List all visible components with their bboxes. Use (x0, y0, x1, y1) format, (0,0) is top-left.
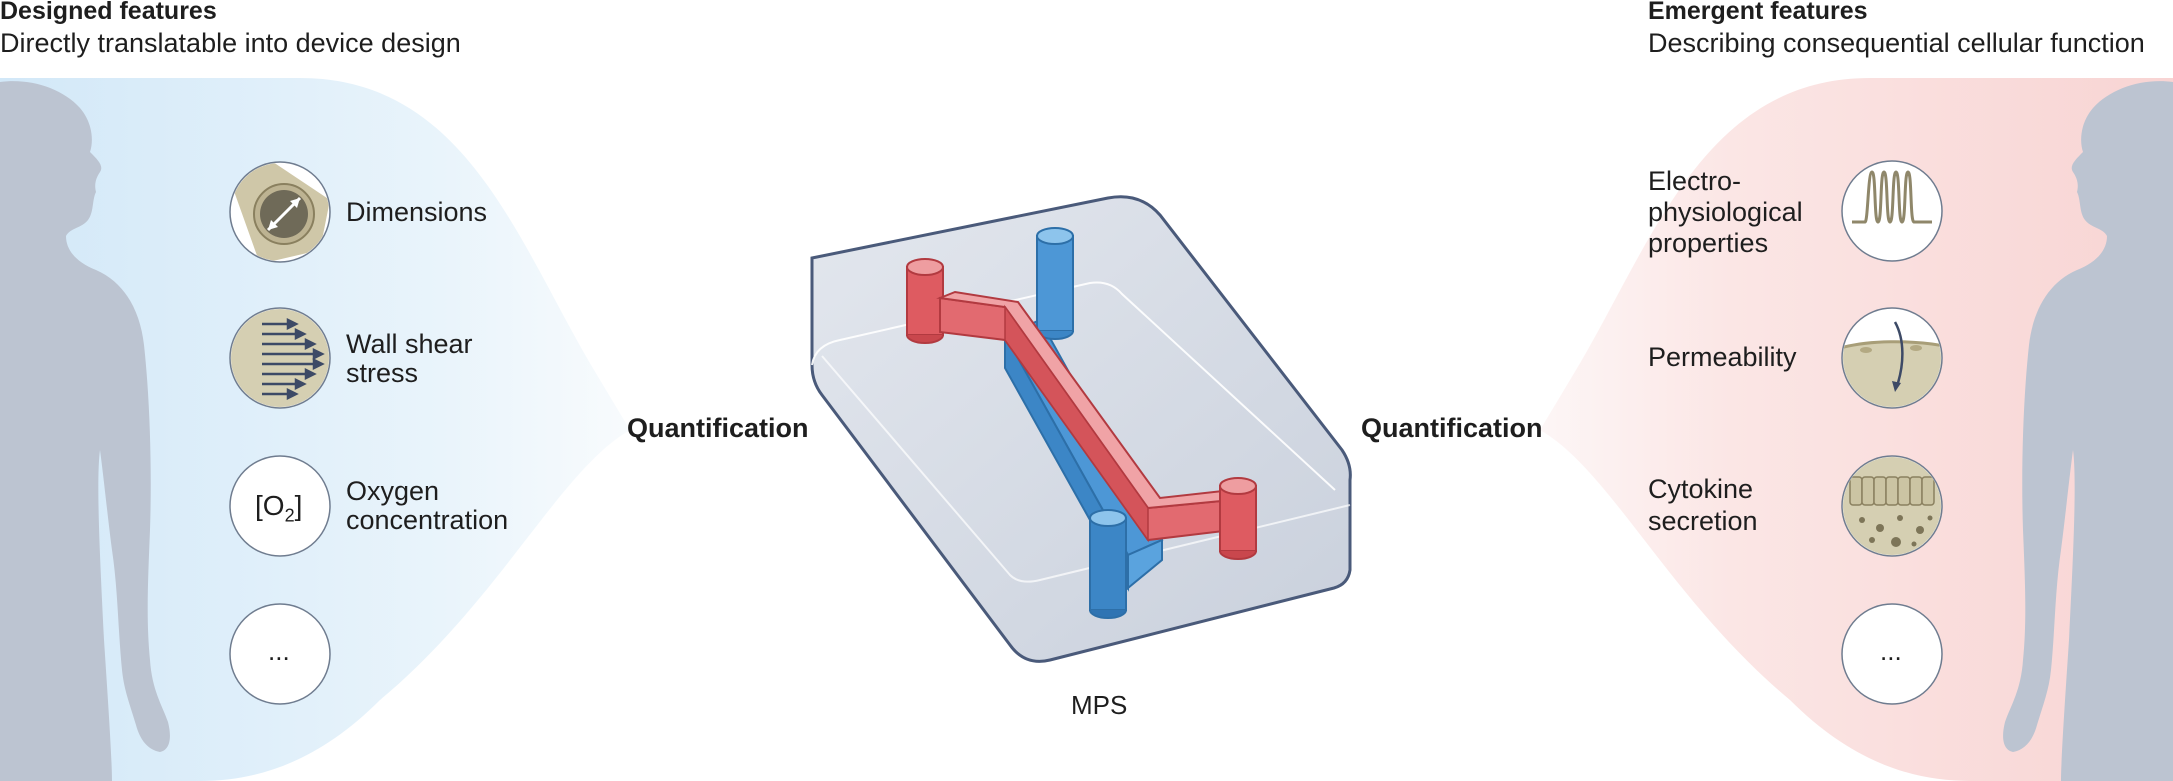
oxygen-icon-circle (229, 455, 331, 557)
left-more-icon: ... (268, 636, 290, 666)
oxygen-icon: [O2] (255, 490, 302, 527)
oxygen-concentration-label: Oxygen concentration (346, 477, 508, 535)
cytokine-cells-icon (1841, 455, 1943, 557)
left-more-icon-circle (229, 603, 331, 705)
red-channel (906, 258, 1257, 560)
oxygen-concentration-line1: Oxygen (346, 476, 440, 506)
permeability-icon (1841, 307, 1943, 409)
dimensions-label: Dimensions (346, 197, 488, 227)
electrophysiological-line3: properties (1648, 228, 1769, 258)
tube-diameter-icon (229, 161, 331, 263)
mps-chip (810, 195, 1352, 663)
oxygen-subscript: 2 (284, 505, 295, 526)
right-more-icon: ... (1880, 636, 1902, 666)
shear-arrows-icon (229, 307, 331, 409)
oxygen-symbol: [O (255, 490, 285, 521)
cytokine-secretion-label: Cytokine secretion (1648, 473, 1758, 537)
left-human-silhouette (0, 81, 170, 781)
left-header: Designed features Directly translatable … (0, 0, 461, 61)
right-title: Emergent features (1648, 0, 1868, 25)
electrophysiological-line1: Electro- (1648, 166, 1742, 196)
wall-shear-stress-label: Wall shear stress (346, 330, 473, 388)
permeability-label: Permeability (1648, 342, 1797, 372)
left-fan (0, 78, 630, 781)
cytokine-secretion-line1: Cytokine (1648, 474, 1754, 504)
right-fan (1540, 78, 2173, 781)
left-quantification-label: Quantification (627, 413, 809, 443)
right-quantification-label: Quantification (1361, 413, 1543, 443)
left-title: Designed features (0, 0, 217, 25)
oxygen-concentration-line2: concentration (346, 505, 509, 535)
mps-label: MPS (1071, 690, 1128, 720)
wall-shear-stress-line2: stress (346, 358, 419, 388)
right-header: Emergent features Describing consequenti… (1648, 0, 2145, 61)
right-human-silhouette (2003, 81, 2173, 781)
electrophysiological-line2: physiological (1648, 197, 1803, 227)
right-more-icon-circle (1841, 603, 1943, 705)
right-subtitle: Describing consequential cellular functi… (1648, 28, 2145, 59)
electrophysiological-label: Electro- physiological properties (1648, 166, 1803, 259)
wall-shear-stress-line1: Wall shear (346, 329, 473, 359)
cytokine-secretion-line2: secretion (1648, 506, 1758, 536)
oxygen-close-bracket: ] (294, 490, 303, 521)
left-subtitle: Directly translatable into device design (0, 28, 461, 59)
action-potential-icon (1841, 160, 1943, 262)
